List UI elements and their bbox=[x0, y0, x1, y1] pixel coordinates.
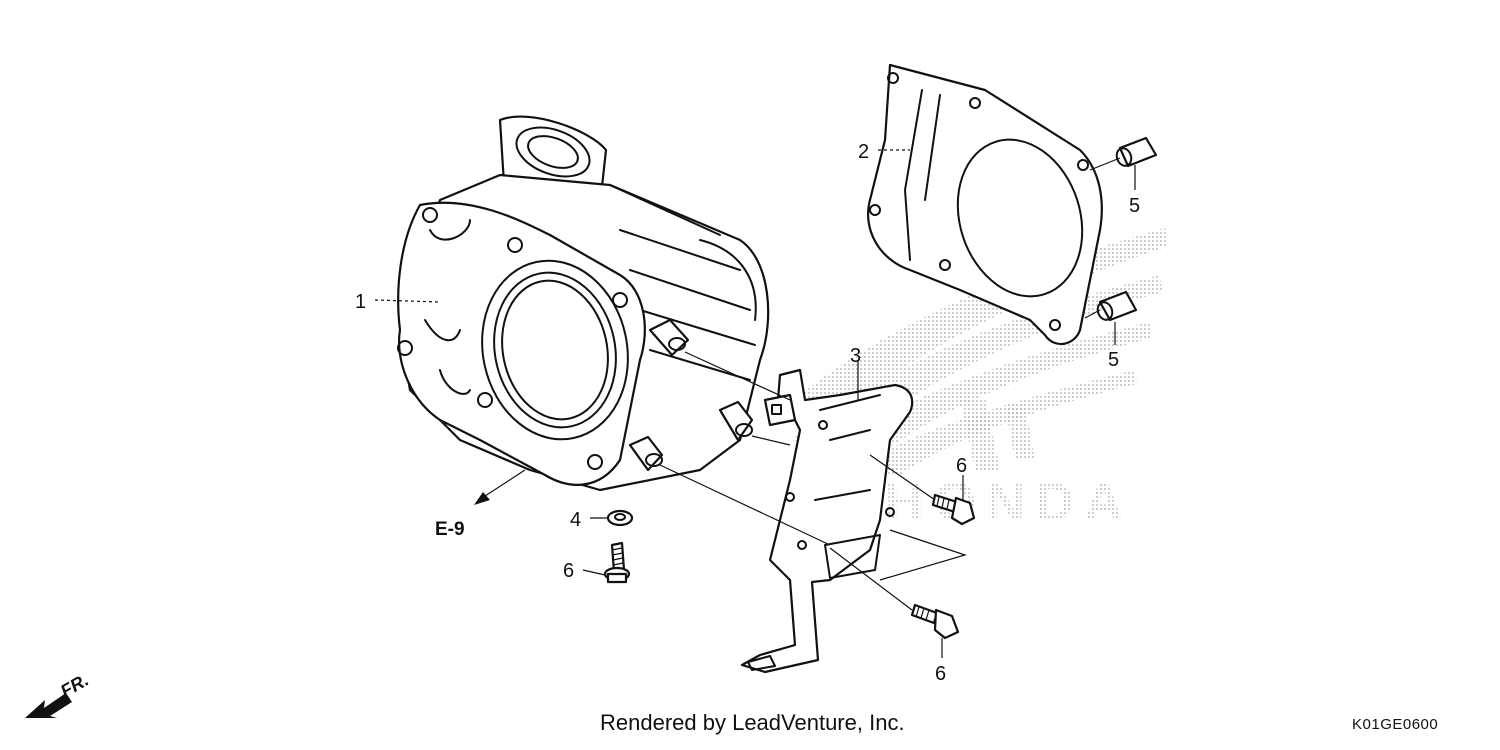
bolt-right-lower bbox=[910, 603, 960, 640]
watermark-text: HONDA bbox=[885, 472, 1133, 532]
credit-text: Rendered by LeadVenture, Inc. bbox=[600, 710, 905, 735]
dowel-pin-lower bbox=[1096, 290, 1138, 322]
callout-6-left: 6 bbox=[563, 560, 574, 582]
reference-label: E-9 bbox=[435, 519, 465, 540]
diagram-code: K01GE0600 bbox=[1352, 716, 1439, 733]
callout-1: 1 bbox=[355, 291, 366, 313]
gasket-part bbox=[867, 63, 1103, 346]
assembly-lines bbox=[659, 157, 1121, 611]
callout-3: 3 bbox=[850, 345, 861, 367]
cylinder-part bbox=[397, 115, 770, 492]
callout-4: 4 bbox=[570, 509, 581, 531]
bolt-left bbox=[603, 541, 631, 584]
front-direction-indicator: FR. bbox=[25, 670, 92, 718]
callout-2: 2 bbox=[858, 141, 869, 163]
dowel-pin-upper bbox=[1115, 136, 1158, 168]
callout-6-right-lower: 6 bbox=[935, 663, 946, 685]
callout-6-right-upper: 6 bbox=[956, 455, 967, 477]
bracket-part bbox=[740, 368, 914, 674]
bolt-right-upper bbox=[931, 493, 976, 526]
front-arrow-icon bbox=[25, 693, 72, 718]
leader-lines bbox=[374, 149, 1136, 658]
callout-5-lower: 5 bbox=[1108, 349, 1119, 371]
nut-part bbox=[606, 509, 634, 527]
callout-5-upper: 5 bbox=[1129, 195, 1140, 217]
